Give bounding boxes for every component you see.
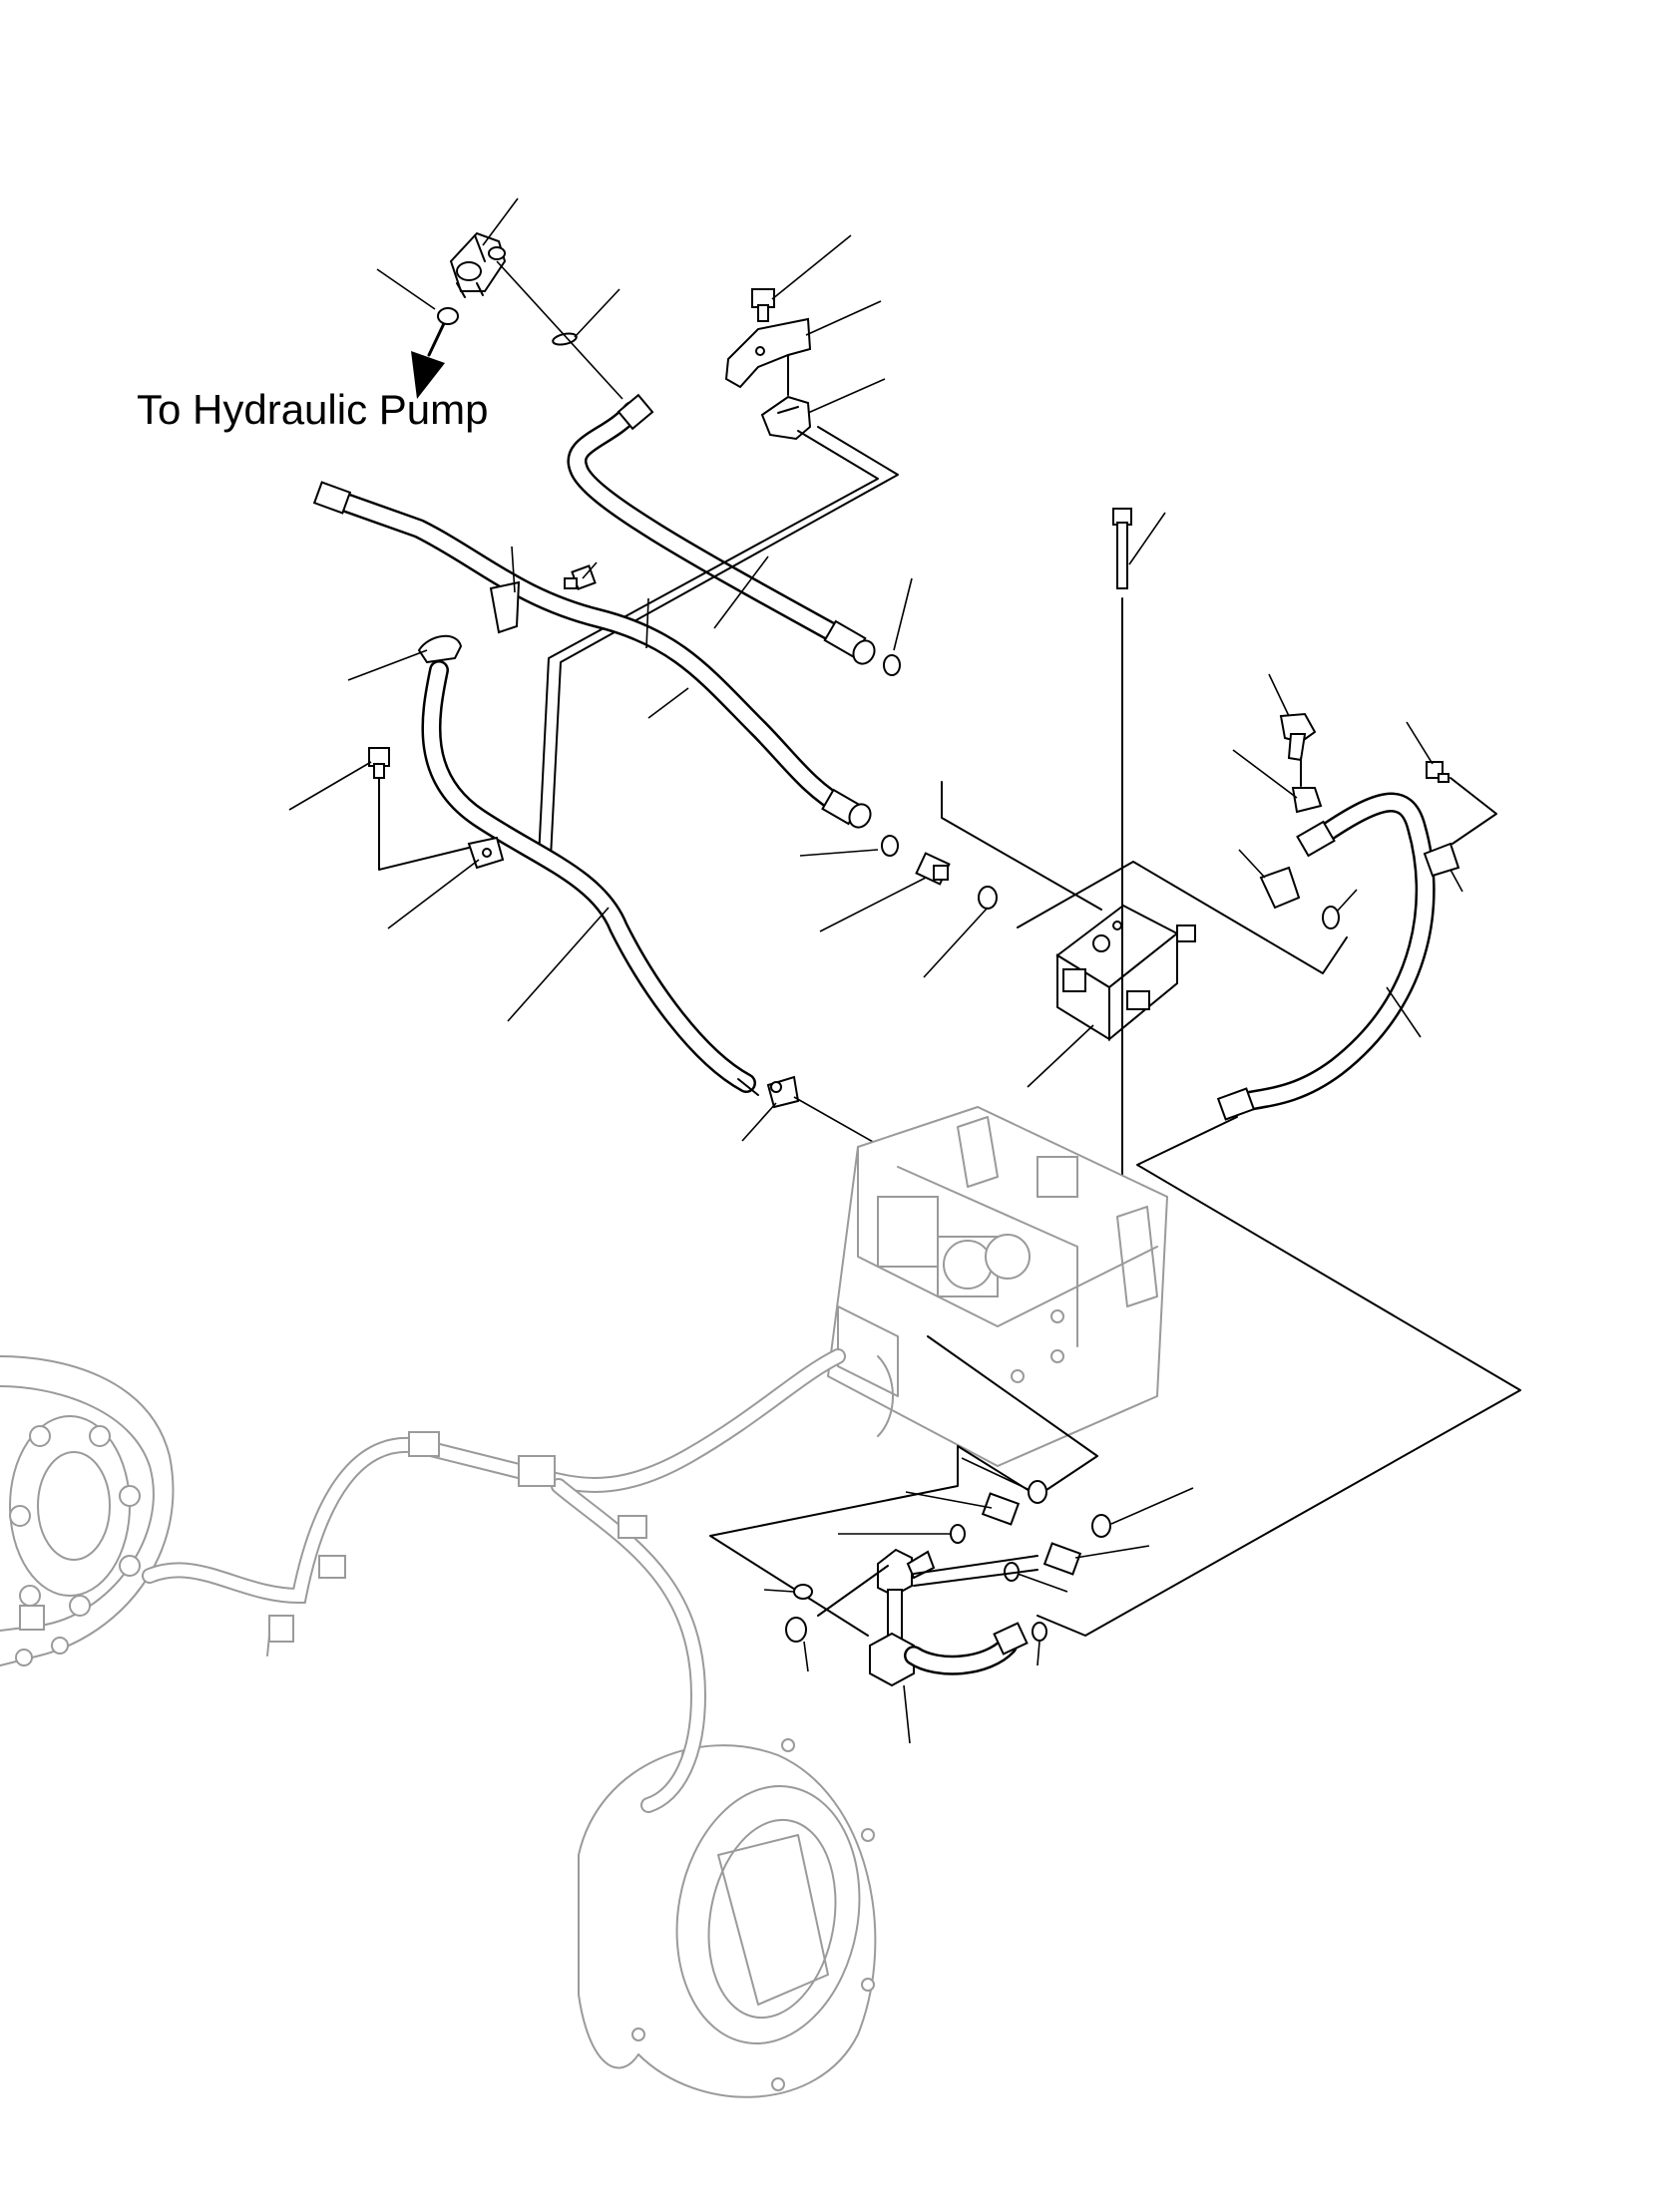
to-hydraulic-pump-label: To Hydraulic Pump [137, 386, 488, 433]
rigid-tube-upper [538, 426, 899, 859]
right-drum-ghost [578, 1738, 877, 2098]
flange-clamp-left [387, 836, 505, 929]
o-ring-lower-3 [950, 1524, 966, 1544]
adapter-right [1232, 749, 1323, 814]
adapter-lower-1 [905, 1491, 1021, 1526]
suction-hose [567, 393, 876, 665]
routing-leader-right [1036, 1116, 1521, 1637]
return-hose [421, 660, 759, 1096]
elbow-tube-lower [903, 1622, 1029, 1744]
bolt-left [288, 747, 470, 871]
small-bolt-center [564, 561, 598, 590]
leader-lines-top [376, 197, 623, 400]
bracket-bolt [751, 234, 852, 322]
mounting-bracket [724, 300, 882, 396]
o-ring-lower-1 [1028, 1480, 1047, 1504]
long-mounting-bolt [1112, 508, 1166, 1214]
o-ring-right-of-hose [883, 654, 901, 676]
lower-fittings-leaders [709, 1335, 1098, 1637]
o-ring-top [437, 307, 459, 325]
o-ring-lower-2 [1091, 1514, 1111, 1538]
pump-chassis-ghost [826, 1105, 1169, 1468]
o-ring-center-2 [978, 886, 998, 910]
o-ring-lower-5 [1032, 1622, 1047, 1642]
bolt-right [1406, 721, 1497, 845]
elbow-fitting-right-mid [1238, 849, 1301, 910]
right-curved-hose [1216, 792, 1436, 1121]
o-ring-center-1 [881, 835, 899, 857]
o-ring-lower-7 [785, 1617, 807, 1643]
brake-hoses-ghost [142, 1348, 846, 1813]
elbow-fitting-right-top [1268, 673, 1317, 787]
adapter-fitting-center [819, 852, 951, 932]
tee-to-pump-line [817, 1565, 889, 1617]
valve-block [941, 781, 1348, 1088]
tee-fitting [869, 1548, 1038, 1687]
adapter-lower-2 [1042, 1542, 1150, 1576]
left-wheel-hub-ghost [0, 1355, 175, 1666]
o-ring-lower-6 [793, 1584, 813, 1600]
o-ring-right [1322, 906, 1340, 929]
right-clamp [1423, 842, 1463, 893]
hose-clamp-top [760, 378, 886, 441]
long-pressure-hose [312, 481, 872, 829]
top-elbow-fitting [449, 231, 507, 298]
hose-clamp-left [347, 635, 463, 681]
